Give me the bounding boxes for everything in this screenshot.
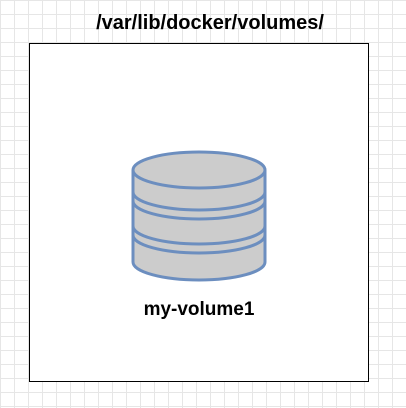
volumes-path-title: /var/lib/docker/volumes/	[96, 12, 324, 34]
cylinder-ring-4	[131, 234, 267, 255]
cylinder-ring-3	[131, 225, 267, 246]
cylinder-top	[131, 150, 267, 190]
volume-name-label: my-volume1	[143, 299, 255, 320]
volumes-directory-container[interactable]: my-volume1	[29, 43, 369, 382]
cylinder-body	[131, 170, 267, 282]
cylinder-ring-2	[131, 200, 267, 221]
cylinder-ring-1	[131, 191, 267, 212]
database-icon[interactable]	[131, 150, 267, 282]
